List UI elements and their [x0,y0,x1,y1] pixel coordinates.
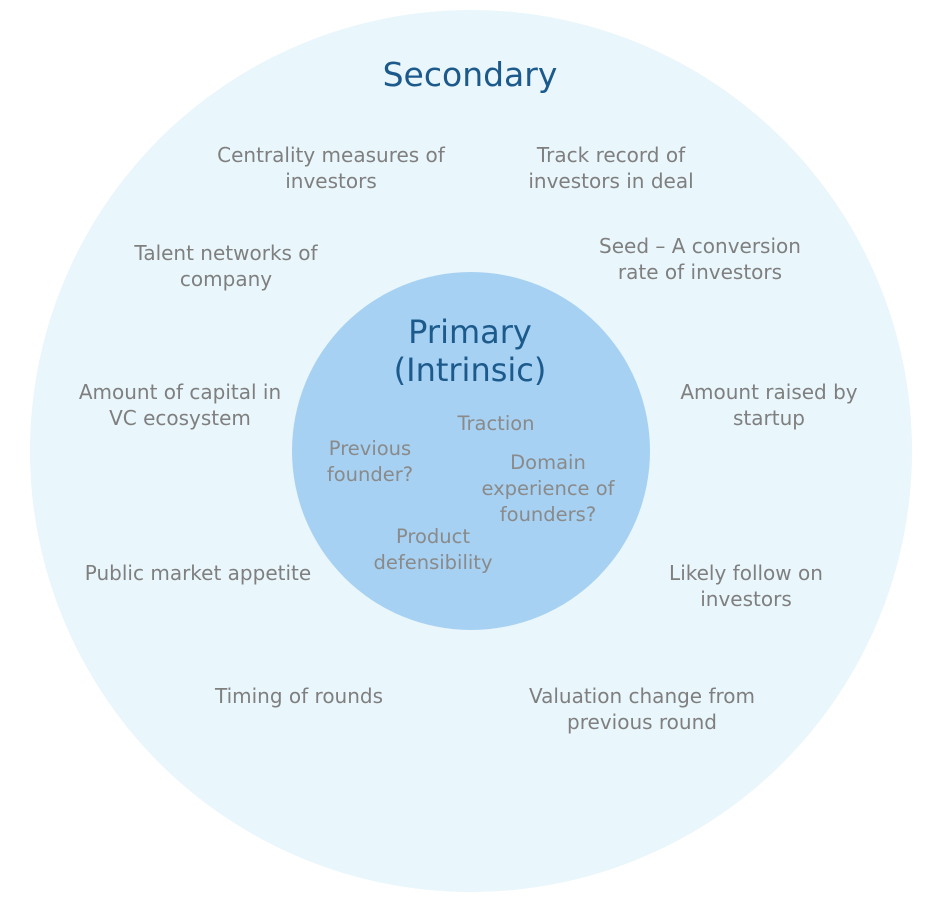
factor-timing-of-rounds: Timing of rounds [214,684,384,708]
factor-traction: Traction [457,412,535,435]
factor-previous-founder: Previous founder? [326,437,414,486]
factor-seed-conversion: Seed – A conversion rate of investors [599,234,801,284]
factor-product-defensibility: Product defensibility [373,525,493,574]
factor-centrality-measures: Centrality measures of investors [217,143,445,193]
factor-follow-on-investors: Likely follow on investors [669,561,823,611]
factor-domain-experience: Domain experience of founders? [481,451,615,526]
primary-title: Primary (Intrinsic) [393,313,547,389]
factor-track-record: Track record of investors in deal [528,143,694,193]
factor-talent-networks: Talent networks of company [134,241,318,291]
factor-public-market-appetite: Public market appetite [84,561,312,585]
primary-circle [292,272,650,630]
secondary-title: Secondary [382,55,558,94]
factor-valuation-change: Valuation change from previous round [528,684,756,734]
factor-amount-raised: Amount raised by startup [680,380,858,430]
factor-capital-in-vc-ecosystem: Amount of capital in VC ecosystem [78,380,282,430]
